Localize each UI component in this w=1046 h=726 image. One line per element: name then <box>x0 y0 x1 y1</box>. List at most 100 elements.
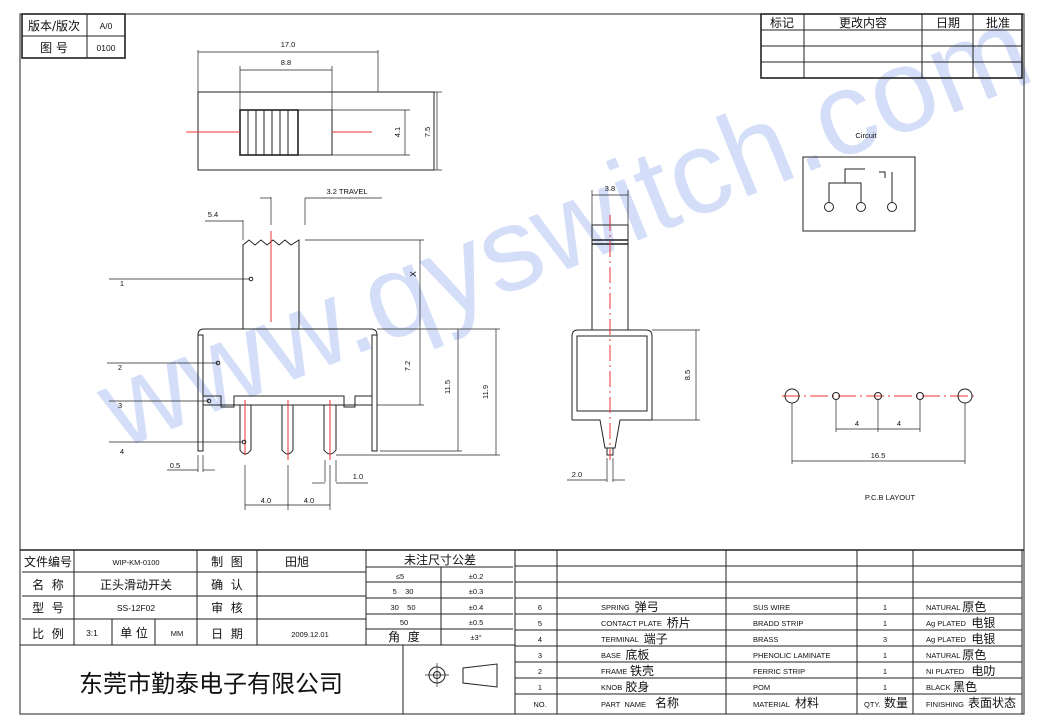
top-view: 17.0 8.8 4.1 7.5 <box>186 40 442 171</box>
bom-finish-cn: 原色 <box>962 600 986 614</box>
drawn-label: 制 图 <box>211 555 243 569</box>
scale-label: 比 例 <box>32 627 64 641</box>
bom-finish-cn: 电银 <box>971 632 995 646</box>
version-block: 版本/版次 A/0 图 号 0100 <box>21 13 126 59</box>
bom-finish: Ag PLATED <box>926 619 966 628</box>
bom-part-cn: 铁壳 <box>630 664 654 678</box>
dim-1-0: 1.0 <box>353 472 363 481</box>
callout-4: 4 <box>120 447 124 456</box>
bom-header-no: NO. <box>533 700 546 709</box>
title-block: 文件编号 WIP-KM-0100 名 称 正头滑动开关 型 号 SS-12F02… <box>20 549 1024 714</box>
bom-qty: 1 <box>883 651 887 660</box>
model-label: 型 号 <box>32 601 64 615</box>
bom-no: 1 <box>538 683 542 692</box>
dim-3-8: 3.8 <box>605 184 615 193</box>
bom-header-part-cn: 名称 <box>655 695 679 710</box>
bom-finish: BLACK <box>926 683 951 692</box>
bom-no: 3 <box>538 651 542 660</box>
bom-part: BASE <box>601 651 621 660</box>
rev-header-date: 日期 <box>936 16 960 30</box>
dim-17: 17.0 <box>281 40 296 49</box>
tol-value-2: ±0.3 <box>469 587 484 596</box>
rev-header-mark: 标记 <box>770 16 794 30</box>
bom-finish: Ag PLATED <box>926 635 966 644</box>
bom-part-cn: 胶身 <box>625 679 649 694</box>
bom-finish-cn: 黑色 <box>953 680 977 694</box>
bom-no: 4 <box>538 635 542 644</box>
projection-symbol-icon <box>425 663 498 688</box>
version-label: 版本/版次 <box>28 19 80 33</box>
bom-qty: 1 <box>883 667 887 676</box>
callout-3: 3 <box>118 401 122 410</box>
dim-2-0: 2.0 <box>572 470 582 479</box>
dim-8-5: 8.5 <box>683 370 692 380</box>
unit-label: 单 位 <box>120 625 148 640</box>
bom-material: BRASS <box>753 635 778 644</box>
bom-header-qty: QTY. <box>864 700 881 709</box>
bom-qty: 3 <box>883 635 887 644</box>
callout-1: 1 <box>120 279 124 288</box>
dim-7-2: 7.2 <box>403 361 412 371</box>
bom-finish-cn: 原色 <box>962 648 986 662</box>
dim-pitch-2: 4.0 <box>304 496 314 505</box>
dim-pitch-1: 4.0 <box>261 496 271 505</box>
bom-header: NO. PART NAME 名称 MATERIAL 材料 QTY. 数量 FIN… <box>533 695 1016 710</box>
bom-no: 2 <box>538 667 542 676</box>
tol-range-1: ≤5 <box>396 572 404 581</box>
bom-header-finish-cn: 表面状态 <box>968 696 1016 710</box>
date-label: 日 期 <box>211 627 243 641</box>
bom-part: KNOB <box>601 683 622 692</box>
circuit-label: Circuit <box>855 131 877 140</box>
bom-material: BRADD STRIP <box>753 619 803 628</box>
bom-material: FERRIC STRIP <box>753 667 805 676</box>
pcb-layout: 4 4 16.5 P.C.B LAYOUT <box>782 388 975 502</box>
dim-5-4: 5.4 <box>208 210 218 219</box>
tol-range-2: 5 30 <box>393 587 414 596</box>
check-label: 审 核 <box>211 600 243 615</box>
revision-table: 标记 更改内容 日期 批准 <box>760 13 1023 79</box>
drawing-no-value: 0100 <box>97 43 116 53</box>
bom-part: CONTACT PLATE <box>601 619 662 628</box>
rev-header-content: 更改内容 <box>839 15 887 30</box>
model-value: SS-12F02 <box>117 603 156 613</box>
bom-part-cn: 端子 <box>644 632 668 646</box>
bom-header-material: MATERIAL <box>753 700 790 709</box>
bom-material: PHENOLIC LAMINATE <box>753 651 830 660</box>
angle-value: ±3° <box>470 633 481 642</box>
bom-part: FRAME <box>601 667 627 676</box>
date-value: 2009.12.01 <box>291 630 329 639</box>
tol-value-4: ±0.5 <box>469 618 484 627</box>
pcb-dim-16-5: 16.5 <box>871 451 886 460</box>
bom-finish: NATURAL <box>926 651 960 660</box>
dim-11-5: 11.5 <box>443 380 452 394</box>
sheet-border <box>19 13 1025 715</box>
bom-finish: NI PLATED <box>926 667 965 676</box>
confirm-label: 确 认 <box>211 578 243 592</box>
scale-value: 3:1 <box>86 628 98 638</box>
front-view: 3.2 TRAVEL 5.4 X 7.2 11.5 11.9 0.5 1.0 4… <box>107 187 500 510</box>
bom-part-cn: 底板 <box>625 647 649 662</box>
circuit-diagram: Circuit <box>802 131 916 232</box>
pcb-layout-label: P.C.B LAYOUT <box>865 493 916 502</box>
callout-2: 2 <box>118 363 122 372</box>
bom-finish-cn: 电银 <box>971 616 995 630</box>
dim-7-5: 7.5 <box>423 127 432 137</box>
tolerance-title: 未注尺寸公差 <box>404 552 476 567</box>
bom-material: SUS WIRE <box>753 603 790 612</box>
tol-range-4: 50 <box>400 618 408 627</box>
bom-header-qty-cn: 数量 <box>884 695 908 710</box>
bom-no: 5 <box>538 619 542 628</box>
company-name: 东莞市勤泰电子有限公司 <box>79 670 343 698</box>
dim-x: X <box>408 271 418 277</box>
drawn-by: 田旭 <box>285 555 309 569</box>
bom-no: 6 <box>538 603 542 612</box>
unit-value: MM <box>171 629 184 638</box>
pcb-dim-4a: 4 <box>855 419 859 428</box>
